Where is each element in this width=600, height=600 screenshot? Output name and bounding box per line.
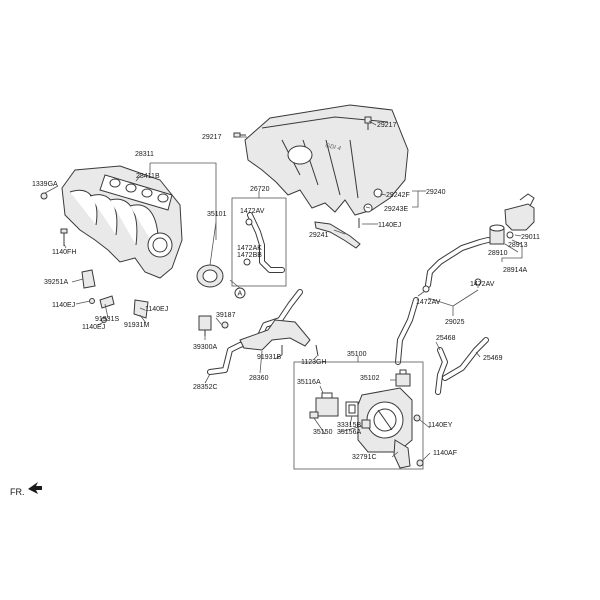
cover-bolt-29217-right <box>364 116 372 130</box>
actuator-35116A <box>315 392 339 417</box>
label-28311: 28311 <box>135 151 154 158</box>
bolt-1140AF <box>416 459 424 467</box>
gasket-35101 <box>196 264 224 288</box>
front-direction-marker: FR. <box>10 482 42 497</box>
label-1140EJ-lower: 1140EJ <box>82 324 105 331</box>
label-35156A: 35156A <box>337 429 361 436</box>
label-33315B: 33315B <box>337 422 361 429</box>
label-29240: 29240 <box>426 189 446 196</box>
leader-29240 <box>412 190 419 208</box>
label-35101: 35101 <box>207 211 227 218</box>
sensor-35102 <box>395 369 411 387</box>
label-25468: 25468 <box>436 335 456 342</box>
label-28352C: 28352C <box>193 384 218 391</box>
bolt-1140FH <box>60 228 68 246</box>
gasket-33315B <box>345 401 359 417</box>
label-35100: 35100 <box>347 351 367 358</box>
leader-28914A <box>501 245 523 262</box>
label-26720: 26720 <box>250 186 270 193</box>
clamp-1472AV-upper <box>245 218 253 226</box>
front-direction-label: FR. <box>10 487 25 497</box>
label-29241: 29241 <box>309 232 329 239</box>
label-29011: 29011 <box>521 234 540 241</box>
leader-28311 <box>150 162 217 240</box>
bracket-29241 <box>314 221 361 249</box>
sensor-39300A <box>198 315 212 336</box>
cover-bolt-29217-left <box>233 132 246 138</box>
label-28914A: 28914A <box>503 267 527 274</box>
label-39300A: 39300A <box>193 344 217 351</box>
front-arrow-icon <box>28 482 42 494</box>
clip-28913 <box>506 231 514 239</box>
label-1472AV-hose: 1472AV <box>240 208 265 215</box>
clamp-1472BB <box>243 258 251 266</box>
label-28910: 28910 <box>488 250 508 257</box>
label-1140EJ-mid: 1140EJ <box>145 306 168 313</box>
label-28360: 28360 <box>249 375 269 382</box>
bolt-1339GA <box>40 192 48 200</box>
bolt-39187 <box>221 321 229 329</box>
label-25469: 25469 <box>483 355 503 362</box>
label-28913: 28913 <box>508 242 528 249</box>
assembly-box-35100 <box>293 361 424 470</box>
bolt-1140EJ-left <box>89 298 95 304</box>
label-91931M: 91931M <box>124 322 149 329</box>
throttle-body-35100 <box>357 387 413 469</box>
bracket-39251A <box>81 269 96 289</box>
label-1472BB: 1472BB <box>237 252 262 259</box>
label-29243E: 29243E <box>384 206 408 213</box>
label-1472AK: 1472AK <box>237 245 262 252</box>
engine-cover-29240: GDI 4 <box>244 104 409 216</box>
clamp-1472AV-left <box>422 285 430 293</box>
bolt-35150 <box>309 411 319 419</box>
cover-logo-text: GDI 4 <box>325 143 342 152</box>
label-35150: 35150 <box>313 429 333 436</box>
label-1123GH: 1123GH <box>301 359 327 366</box>
bracket-91931M <box>133 299 149 319</box>
label-35116A: 35116A <box>297 379 321 386</box>
label-1140EJ-cover: 1140EJ <box>378 222 401 229</box>
label-29025: 29025 <box>445 319 465 326</box>
label-28411B: 28411B <box>136 173 160 180</box>
gasket-28411B <box>99 174 173 211</box>
bracket-29011 <box>504 193 535 231</box>
cover-grommet-29242F <box>373 188 383 198</box>
label-35102: 35102 <box>360 375 380 382</box>
bolt-1123GH <box>315 344 319 357</box>
label-29242F: 29242F <box>386 192 410 199</box>
valve-28910 <box>489 224 505 245</box>
bolt-1140EY <box>413 414 421 422</box>
label-1140EJ-left: 1140EJ <box>52 302 75 309</box>
label-1472AV-left: 1472AV <box>416 299 441 306</box>
label-1140EY: 1140EY <box>428 422 453 429</box>
label-91931S: 91931S <box>95 316 119 323</box>
label-32791C: 32791C <box>352 454 377 461</box>
label-1472AV-right: 1472AV <box>470 281 495 288</box>
bracket-91931S <box>99 295 115 309</box>
seal-35156A <box>361 419 371 429</box>
label-39187: 39187 <box>216 312 236 319</box>
label-91931B: 91931B <box>257 354 281 361</box>
label-1339GA: 1339GA <box>32 181 58 188</box>
bolt-1140EJ-lower <box>101 317 107 323</box>
cover-grommet-29243E <box>363 203 373 213</box>
label-29217-left: 29217 <box>202 134 222 141</box>
label-29217-right: 29217 <box>377 122 397 129</box>
bracket-28360 <box>239 319 311 351</box>
label-1140AF: 1140AF <box>433 450 457 457</box>
label-1140FH: 1140FH <box>52 249 76 256</box>
reference-marker-a-text: A <box>238 291 243 298</box>
label-39251A: 39251A <box>44 279 68 286</box>
